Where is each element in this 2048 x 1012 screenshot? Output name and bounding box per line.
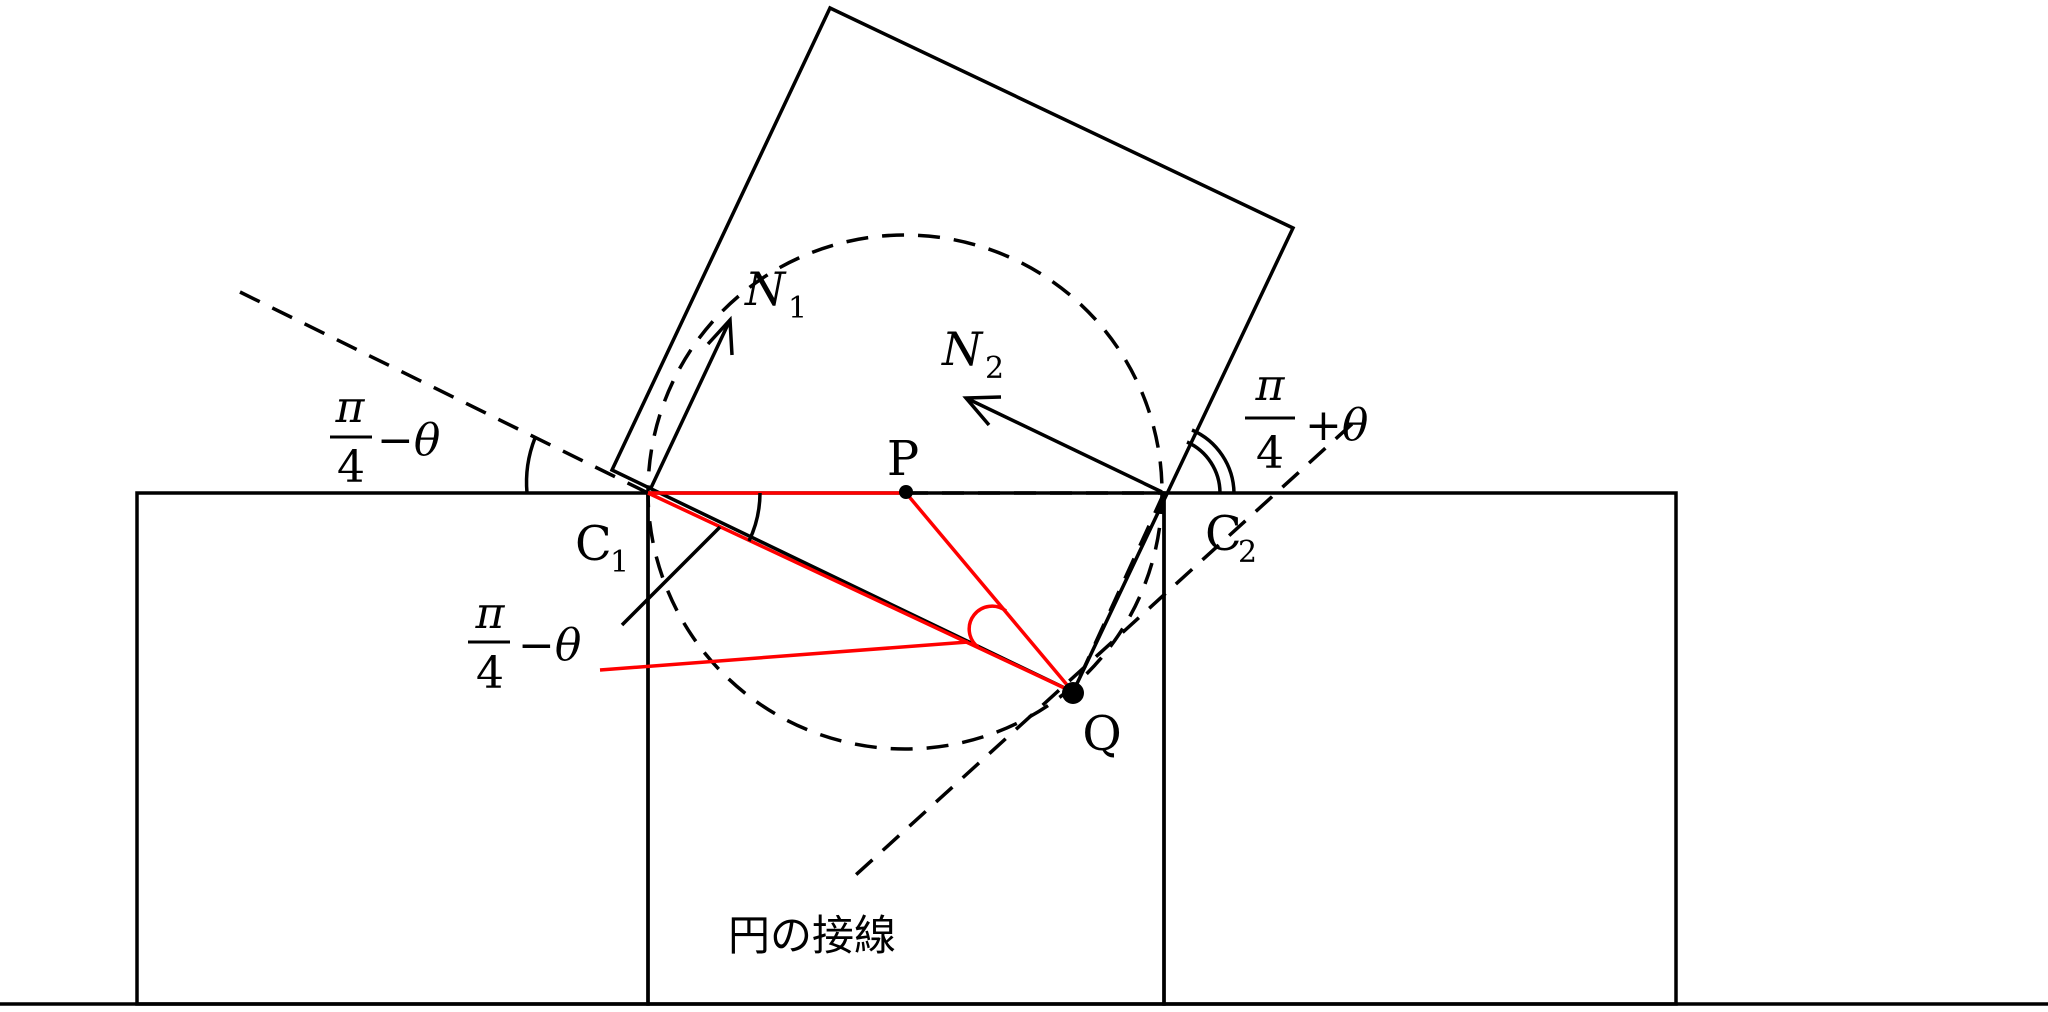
svg-text:4: 4 [337, 442, 365, 493]
angle-leader-line [620, 525, 722, 627]
svg-text:4: 4 [476, 648, 504, 699]
extension-line-left [239, 290, 649, 495]
tangent-line [846, 422, 1354, 884]
point-q [1062, 682, 1084, 704]
svg-text:−θ: −θ [518, 620, 581, 671]
svg-text:1: 1 [788, 291, 807, 326]
c1-label: C 1 [575, 516, 629, 580]
svg-text:−θ: −θ [377, 415, 440, 466]
svg-text:π: π [335, 382, 366, 433]
n2-label: N 2 [941, 322, 1004, 386]
svg-text:2: 2 [985, 351, 1004, 386]
svg-text:π: π [1255, 360, 1286, 411]
angle-arc-c1 [747, 492, 762, 542]
red-p-q [904, 491, 1075, 694]
angle-label-right: π 4 +θ [1245, 360, 1368, 479]
red-leader-line [599, 640, 969, 672]
svg-text:+θ: +θ [1305, 400, 1368, 451]
n1-arrow [648, 315, 734, 491]
svg-text:π: π [475, 588, 506, 639]
tilted-square [609, 5, 1296, 695]
svg-text:C: C [575, 516, 612, 572]
n2-arrow [962, 395, 1163, 494]
svg-text:C: C [1205, 506, 1242, 562]
left-block [135, 491, 650, 1006]
tangent-label: 円の接線 [728, 911, 896, 960]
p-label: P [887, 431, 919, 487]
angle-label-left: π 4 −θ [330, 382, 440, 493]
n1-label: N 1 [744, 262, 807, 326]
angle-arc-left [524, 437, 537, 494]
svg-text:N: N [744, 262, 787, 316]
c2-label: C 2 [1205, 506, 1257, 570]
svg-text:4: 4 [1256, 428, 1284, 479]
point-p [899, 485, 913, 499]
angle-arc-c2-inner [1186, 440, 1222, 494]
red-angle-arc [967, 604, 1008, 649]
svg-text:N: N [941, 322, 984, 376]
angle-arc-c2-outer [1191, 428, 1236, 494]
right-block [1162, 491, 1678, 1006]
dashed-c2-q [1071, 492, 1166, 693]
svg-text:1: 1 [610, 545, 629, 580]
angle-label-middle: π 4 −θ [468, 588, 581, 699]
q-label: Q [1082, 706, 1121, 762]
svg-text:2: 2 [1238, 535, 1257, 570]
